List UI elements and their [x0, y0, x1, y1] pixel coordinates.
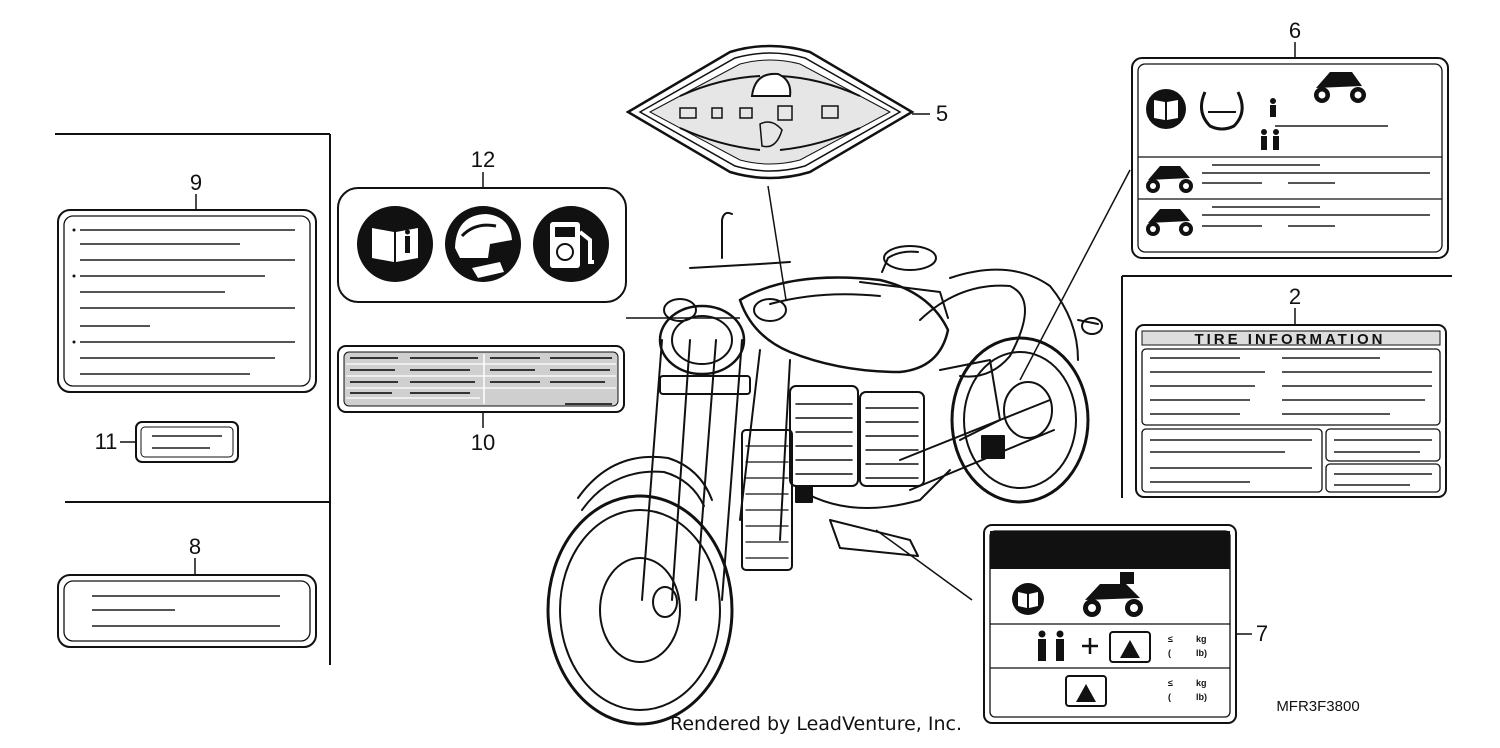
leader-lines [626, 169, 1131, 601]
label-6[interactable]: 6 [1131, 18, 1449, 259]
right-panel-frame [1121, 275, 1452, 498]
tire-pressure-icon [1199, 91, 1244, 131]
callout-7: 7 [1256, 621, 1268, 646]
info-book-icon [1012, 583, 1044, 615]
rider-icon [1261, 98, 1279, 150]
callout-8: 8 [189, 534, 201, 559]
callout-2: 2 [1289, 284, 1301, 309]
tire-information-header: TIRE INFORMATION [1194, 331, 1385, 348]
kg-label-2: kg [1196, 678, 1207, 688]
label-9[interactable]: 9 [57, 170, 317, 393]
helmet-icon [750, 72, 792, 97]
credit-text: Rendered by LeadVenture, Inc. [670, 713, 962, 735]
callout-5: 5 [936, 101, 948, 126]
label-8[interactable]: 8 [57, 534, 317, 648]
svg-text:≤: ≤ [1168, 634, 1173, 644]
lb-label-1: lb) [1196, 648, 1207, 658]
cargo-icon [1065, 675, 1107, 707]
label-2[interactable]: 2 TIRE INFORMATION [1135, 284, 1447, 498]
label-10[interactable]: 10 [337, 345, 625, 455]
motorcycle-icon [1146, 166, 1193, 193]
motorcycle-drawing [546, 211, 1103, 726]
callout-12: 12 [471, 147, 495, 172]
callout-11: 11 [95, 429, 118, 454]
info-book-icon [1146, 89, 1186, 129]
svg-text:(: ( [1168, 692, 1171, 702]
cargo-icon [1109, 631, 1151, 663]
motorcycle-icon [1146, 209, 1193, 236]
callout-6: 6 [1289, 18, 1301, 43]
label-12[interactable]: 12 [337, 147, 627, 303]
left-panel-frame [55, 133, 331, 665]
passenger-icon [1038, 630, 1064, 661]
svg-text:(: ( [1168, 648, 1171, 658]
diagram-code: MFR3F3800 [1276, 698, 1359, 715]
callout-10: 10 [471, 430, 495, 455]
label-5[interactable]: 5 [625, 44, 948, 180]
callout-9: 9 [190, 170, 202, 195]
label-11[interactable]: 11 [95, 421, 239, 463]
lb-label-2: lb) [1196, 692, 1207, 702]
fuel-pump-icon [533, 206, 609, 282]
kg-label-1: kg [1196, 634, 1207, 644]
helmet-icon [445, 206, 521, 282]
info-book-icon [357, 206, 433, 282]
svg-text:≤: ≤ [1168, 678, 1173, 688]
motorcycle-icon [1314, 72, 1366, 103]
label-7[interactable]: ≤ kg ( lb) ≤ kg ( lb) 7 [983, 524, 1268, 724]
motorcycle-icon [1083, 572, 1143, 617]
